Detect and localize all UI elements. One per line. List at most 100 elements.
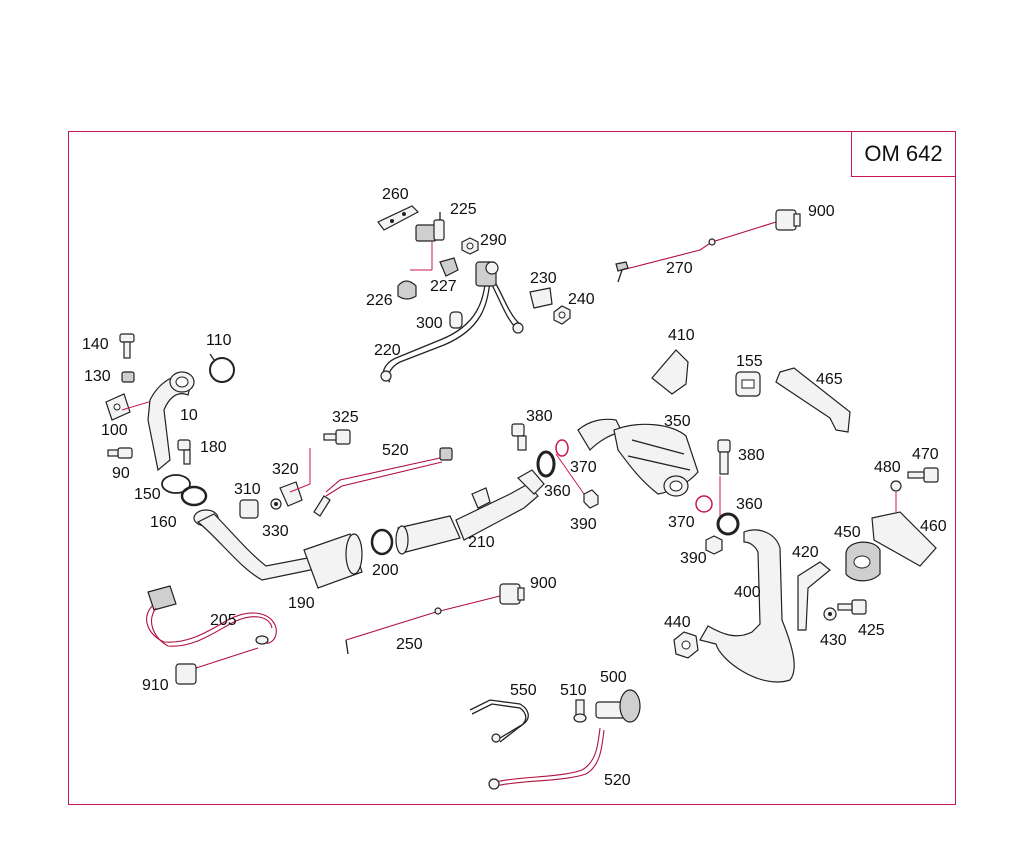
clamp-110[interactable] <box>209 353 235 383</box>
bolt-140[interactable] <box>119 333 135 359</box>
label-550: 550 <box>510 682 537 699</box>
label-440: 440 <box>664 614 691 631</box>
nut-440[interactable] <box>673 631 699 659</box>
exhaust-manifold-10[interactable] <box>147 371 195 472</box>
label-190: 190 <box>288 595 315 612</box>
label-360-left: 360 <box>544 483 571 500</box>
nut-130[interactable] <box>121 371 135 383</box>
connector-900-top[interactable] <box>775 209 801 231</box>
label-200: 200 <box>372 562 399 579</box>
diagram-frame <box>68 131 956 805</box>
rubber-hanger-155[interactable] <box>735 371 761 397</box>
clamp-360-right[interactable] <box>716 512 740 536</box>
nut-390-right[interactable] <box>705 535 723 555</box>
catalytic-converter-350[interactable] <box>577 418 699 497</box>
bolt-180[interactable] <box>177 439 191 465</box>
clamp-200[interactable] <box>370 528 394 556</box>
label-130: 130 <box>84 368 111 385</box>
nut-240[interactable] <box>553 305 571 325</box>
label-390-right: 390 <box>680 550 707 567</box>
pump-500[interactable] <box>595 689 641 723</box>
label-180: 180 <box>200 439 227 456</box>
clamp-160[interactable] <box>180 485 208 507</box>
label-310: 310 <box>234 481 261 498</box>
sensor-520-upper[interactable] <box>313 447 453 517</box>
label-10: 10 <box>180 407 198 424</box>
line-550[interactable] <box>469 699 529 743</box>
bracket-460[interactable] <box>871 511 937 567</box>
label-900-top: 900 <box>808 203 835 220</box>
rear-pipe-400[interactable] <box>699 529 795 683</box>
clamp-360-left[interactable] <box>536 450 556 478</box>
label-90: 90 <box>112 465 130 482</box>
seal-370-right[interactable] <box>695 495 713 513</box>
label-160: 160 <box>150 514 177 531</box>
connector-900-bottom[interactable] <box>499 583 525 605</box>
bracket-320[interactable] <box>279 481 303 507</box>
label-400: 400 <box>734 584 761 601</box>
label-370-left: 370 <box>570 459 597 476</box>
label-325: 325 <box>332 409 359 426</box>
line-520-lower[interactable] <box>488 727 605 790</box>
hose-clip-226[interactable] <box>397 280 417 300</box>
gasket-100[interactable] <box>105 393 131 421</box>
label-460: 460 <box>920 518 947 535</box>
label-380-left: 380 <box>526 408 553 425</box>
label-140: 140 <box>82 336 109 353</box>
label-500: 500 <box>600 669 627 686</box>
bolt-325[interactable] <box>323 429 351 445</box>
rubber-mount-310[interactable] <box>239 499 259 519</box>
leader-390-left <box>555 453 585 495</box>
pressure-sensor-225[interactable] <box>415 212 445 242</box>
pressure-line-220[interactable] <box>380 261 524 383</box>
hanger-bracket-420[interactable] <box>797 561 831 631</box>
nut-390-left[interactable] <box>583 489 599 509</box>
label-350: 350 <box>664 413 691 430</box>
temperature-sensor-270[interactable] <box>615 221 777 283</box>
bolt-380-left[interactable] <box>511 423 527 451</box>
label-510: 510 <box>560 682 587 699</box>
bolt-425[interactable] <box>837 599 867 615</box>
label-220: 220 <box>374 342 401 359</box>
label-320: 320 <box>272 461 299 478</box>
label-226: 226 <box>366 292 393 309</box>
label-520-lower: 520 <box>604 772 631 789</box>
label-210: 210 <box>468 534 495 551</box>
nut-290[interactable] <box>461 237 479 255</box>
label-465: 465 <box>816 371 843 388</box>
valve-510[interactable] <box>573 699 587 723</box>
label-205: 205 <box>210 612 237 629</box>
label-250: 250 <box>396 636 423 653</box>
front-pipe-190[interactable] <box>193 509 363 589</box>
bolt-90[interactable] <box>107 447 133 459</box>
sensor-module-205[interactable] <box>146 585 277 647</box>
ring-150[interactable] <box>161 474 191 494</box>
bracket-260[interactable] <box>377 205 419 231</box>
washer-480[interactable] <box>890 480 902 492</box>
label-155: 155 <box>736 353 763 370</box>
sleeve-300[interactable] <box>449 311 463 329</box>
rubber-hanger-450[interactable] <box>845 541 881 582</box>
label-520-upper: 520 <box>382 442 409 459</box>
holder-227[interactable] <box>439 257 459 277</box>
temperature-sensor-250[interactable] <box>345 595 501 655</box>
label-240: 240 <box>568 291 595 308</box>
label-470: 470 <box>912 446 939 463</box>
seal-370-left[interactable] <box>555 439 569 457</box>
bracket-230[interactable] <box>529 287 553 309</box>
washer-330[interactable] <box>270 498 282 510</box>
label-360-right: 360 <box>736 496 763 513</box>
bolt-380-right[interactable] <box>717 439 731 475</box>
bracket-465[interactable] <box>775 367 851 433</box>
particulate-filter-210[interactable] <box>395 469 545 555</box>
label-480: 480 <box>874 459 901 476</box>
connector-910[interactable] <box>175 647 259 685</box>
label-910: 910 <box>142 677 169 694</box>
label-110: 110 <box>206 332 232 349</box>
label-900-bottom: 900 <box>530 575 557 592</box>
washer-430[interactable] <box>823 607 837 621</box>
heat-shield-410[interactable] <box>651 349 689 395</box>
bolt-470[interactable] <box>907 467 939 483</box>
label-425: 425 <box>858 622 885 639</box>
